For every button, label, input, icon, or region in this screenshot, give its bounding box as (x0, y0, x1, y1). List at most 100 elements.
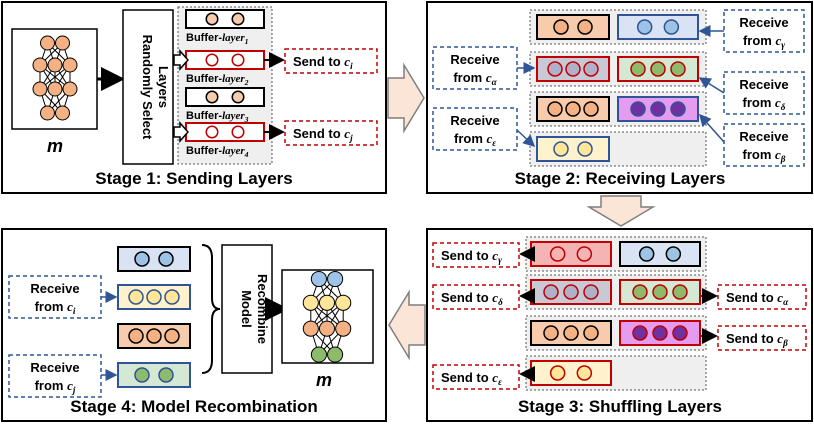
net-node (47, 57, 63, 73)
net-node (302, 294, 319, 311)
stage2-receive-gamma-line2: from cγ (743, 33, 785, 50)
neuron-circle (563, 325, 579, 341)
net-node (32, 57, 48, 73)
stage2-row2-layer-b (617, 56, 699, 82)
stage3-send-delta-text: Send to cδ (441, 290, 503, 307)
neuron-circle (231, 12, 245, 26)
neuron-circle (583, 101, 599, 117)
stage3-send-delta: Send to cδ (432, 284, 520, 310)
neuron-circle (577, 141, 593, 157)
stage3-caption: Stage 3: Shuffling Layers (518, 397, 722, 416)
neuron-circle (231, 90, 245, 104)
stage3-send-alpha-box (717, 284, 807, 310)
neuron-circle (205, 12, 219, 26)
stage2-receive-alpha: Receive from cα (432, 46, 518, 90)
net-node (55, 35, 70, 51)
neuron-circle (205, 53, 219, 67)
buffer-label-4: Buffer-layer4 (186, 145, 249, 159)
net-node (310, 270, 327, 288)
neuron-circle (650, 61, 666, 77)
neuron-circle (231, 53, 245, 67)
stage1-send-ci: Send to ci (284, 48, 378, 74)
neuron-circle (583, 284, 599, 300)
stage2-receive-delta-box (723, 71, 805, 115)
buffer-layer-4-rect (185, 122, 265, 142)
stage2-receive-alpha-line1: Receive (450, 52, 499, 67)
neuron-circle (553, 141, 569, 157)
stage4-layer-blue-rect (117, 246, 191, 272)
neuron-circle (231, 125, 245, 139)
net-node (335, 294, 352, 311)
stage4-receive-cj-line2: from cj (35, 378, 76, 395)
select-layers-label-line1: Randomly Select (140, 35, 155, 140)
stage2-receive-alpha-box (432, 46, 518, 90)
neuron-circle (565, 61, 581, 77)
select-to-buffer-arrow (173, 49, 190, 71)
stage3-row1-layer-b (619, 241, 701, 267)
stage1-send-cj-text: Send to cj (293, 126, 353, 143)
stage2-row1-layer-a (536, 14, 610, 40)
stage4-neural-network-icon (302, 270, 352, 363)
net-node (47, 81, 63, 97)
neuron-circle (134, 367, 150, 383)
buffer-label-2: Buffer-layer2 (186, 73, 249, 87)
stage3-send-epsilon: Send to cε (432, 364, 520, 390)
stage3-row2-layer-b (619, 279, 701, 305)
neuron-circle (650, 101, 666, 117)
neuron-circle (128, 328, 144, 344)
neuron-circle (543, 284, 559, 300)
stage3-row4-layer-a (530, 360, 612, 386)
stage1-send-ci-box (284, 48, 378, 74)
recombine-label-line1: Model (239, 290, 254, 328)
stage1-buffers: Buffer-layer1Buffer-layer2Buffer-layer3B… (173, 9, 285, 159)
stage4-caption: Stage 4: Model Recombination (70, 397, 317, 416)
stage2-row3-layer-a (536, 96, 610, 122)
stage3-row1-layer-a (530, 241, 612, 267)
net-node (62, 57, 78, 73)
neuron-circle (553, 19, 569, 35)
stage3-send-beta-text: Send to cβ (726, 331, 788, 348)
neuron-circle (547, 101, 563, 117)
buffer-layer-1 (185, 9, 265, 29)
stage3-send-beta: Send to cβ (717, 325, 807, 351)
stage2-row1-layer-a-rect (536, 14, 610, 40)
stage3-send-gamma-text: Send to cγ (441, 248, 502, 265)
stage3-row4-layer-a-rect (530, 360, 612, 386)
flow-arrow-right (387, 62, 425, 134)
neuron-circle (205, 90, 219, 104)
stage4-layer-green-rect (117, 362, 191, 388)
net-node (55, 105, 70, 121)
neuron-circle (652, 325, 668, 341)
stage2-receive-alpha-line2: from cα (453, 70, 497, 87)
neuron-circle (672, 325, 688, 341)
stage3-send-beta-box (717, 325, 807, 351)
stage3-send-alpha: Send to cα (717, 284, 807, 310)
neuron-circle (164, 289, 180, 305)
neuron-circle (583, 325, 599, 341)
stage3-send-gamma: Send to cγ (432, 242, 520, 268)
buffer-label-1: Buffer-layer1 (186, 32, 249, 46)
neuron-circle (672, 284, 688, 300)
neuron-circle (146, 289, 162, 305)
neuron-circle (549, 365, 566, 381)
net-node (32, 81, 48, 97)
stage3-row2-layer-a (530, 279, 612, 305)
stage1-send-ci-text: Send to ci (293, 54, 353, 71)
stage2-arrow-epsilon (516, 129, 536, 148)
neuron-circle (205, 125, 219, 139)
stage2-arrow-delta (698, 77, 725, 94)
stage2-receive-delta-line1: Receive (739, 77, 788, 92)
stage4-receive-ci-line2: from ci (35, 299, 76, 316)
stage1-send-labels: Send to ci Send to cj (284, 48, 378, 146)
neuron-circle (158, 367, 174, 383)
stage2-receive-epsilon-box (432, 107, 518, 151)
net-node (327, 346, 344, 363)
neuron-circle (652, 284, 668, 300)
neuron-circle (576, 365, 593, 381)
